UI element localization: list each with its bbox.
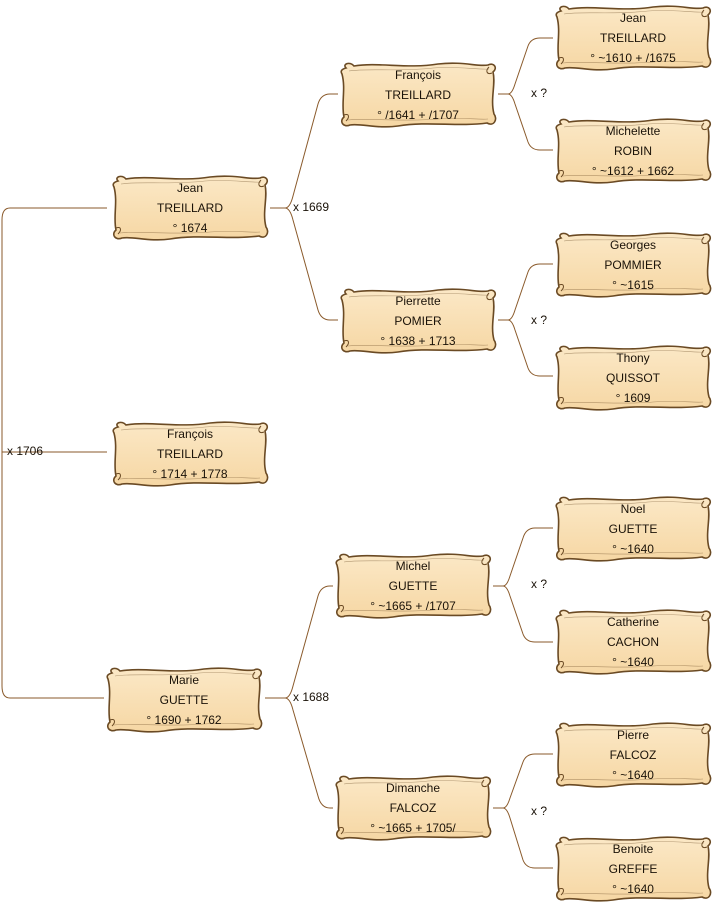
connector-line	[284, 697, 333, 809]
scroll-frame-icon	[555, 609, 712, 675]
first-name: Jean	[176, 181, 204, 195]
scroll-frame-icon	[555, 118, 712, 184]
person-box-mother[interactable]: Marie GUETTE ° 1690 + 1762	[104, 664, 264, 734]
last-name: POMMIER	[604, 258, 662, 272]
marriage-label-parents: x 1706	[7, 444, 44, 458]
marriage-label-mf: x ?	[531, 577, 548, 591]
scroll-frame-icon	[555, 496, 712, 562]
scroll-frame-icon	[112, 421, 269, 487]
life-dates: ° /1641 + /1707	[377, 108, 459, 122]
last-name: CACHON	[606, 635, 659, 649]
scroll-frame-icon	[555, 722, 712, 788]
life-dates: ° ~1615	[612, 278, 654, 292]
first-name: Jean	[619, 11, 647, 25]
scroll-frame-icon	[340, 288, 497, 354]
person-box-paternal-grandmother[interactable]: Pierrette POMIER ° 1638 + 1713	[338, 285, 498, 355]
life-dates: ° 1674	[172, 221, 208, 235]
connector-line	[284, 207, 338, 321]
marriage-label-father: x 1669	[293, 200, 330, 214]
first-name: Catherine	[606, 615, 660, 629]
life-dates: ° ~1610 + /1675	[590, 51, 676, 65]
last-name: POMIER	[394, 314, 442, 328]
first-name: Pierre	[616, 728, 649, 742]
scroll-frame-icon	[555, 232, 712, 298]
last-name: TREILLARD	[156, 201, 224, 215]
scroll-frame-icon	[112, 175, 269, 241]
connector-line	[507, 93, 553, 151]
life-dates: ° ~1640	[612, 768, 654, 782]
connector-line	[502, 807, 553, 869]
marriage-label-ff: x ?	[531, 86, 548, 100]
person-box-paternal-grandfather[interactable]: François TREILLARD ° /1641 + /1707	[338, 59, 498, 129]
connector-line	[498, 263, 553, 321]
connector-line	[502, 585, 553, 643]
connector-line	[1, 207, 107, 699]
scroll-frame-icon	[555, 345, 712, 411]
last-name: FALCOZ	[389, 801, 437, 815]
life-dates: ° ~1640	[612, 882, 654, 896]
first-name: Thony	[616, 351, 650, 365]
last-name: GREFFE	[608, 862, 658, 876]
last-name: TREILLARD	[384, 88, 452, 102]
first-name: Michel	[395, 559, 431, 573]
last-name: FALCOZ	[609, 748, 657, 762]
marriage-label-mother: x 1688	[293, 690, 330, 704]
last-name: TREILLARD	[156, 447, 224, 461]
first-name: Benoite	[612, 842, 654, 856]
person-box-root[interactable]: François TREILLARD ° 1714 + 1778	[110, 418, 270, 488]
first-name: Noel	[620, 502, 646, 516]
person-box-maternal-grandfather[interactable]: Michel GUETTE ° ~1665 + /1707	[333, 550, 493, 620]
first-name: François	[394, 68, 441, 82]
person-box-mff[interactable]: Noel GUETTE ° ~1640	[553, 493, 713, 563]
scroll-frame-icon	[106, 667, 263, 733]
person-box-fmf[interactable]: Georges POMMIER ° ~1615	[553, 229, 713, 299]
life-dates: ° 1714 + 1778	[152, 467, 228, 481]
scroll-frame-icon	[555, 5, 712, 71]
person-box-fff[interactable]: Jean TREILLARD ° ~1610 + /1675	[553, 2, 713, 72]
life-dates: ° 1638 + 1713	[380, 334, 456, 348]
first-name: Marie	[168, 673, 199, 687]
first-name: Dimanche	[385, 781, 441, 795]
person-box-father[interactable]: Jean TREILLARD ° 1674	[110, 172, 270, 242]
person-box-maternal-grandmother[interactable]: Dimanche FALCOZ ° ~1665 + 1705/	[333, 772, 493, 842]
life-dates: ° ~1640	[612, 655, 654, 669]
life-dates: ° ~1665 + /1707	[370, 599, 456, 613]
connector-line	[270, 93, 338, 209]
person-box-mmm[interactable]: Benoite GREFFE ° ~1640	[553, 833, 713, 903]
marriage-label-fm: x ?	[531, 313, 548, 327]
life-dates: ° 1609	[615, 391, 651, 405]
first-name: Michelette	[605, 124, 661, 138]
person-box-fmm[interactable]: Thony QUISSOT ° 1609	[553, 342, 713, 412]
first-name: Georges	[609, 238, 657, 252]
connector-line	[493, 527, 553, 587]
connector-line	[507, 319, 553, 377]
last-name: GUETTE	[608, 522, 658, 536]
scroll-frame-icon	[555, 836, 712, 902]
last-name: TREILLARD	[599, 31, 667, 45]
life-dates: ° ~1640	[612, 542, 654, 556]
connector-line	[265, 585, 333, 699]
scroll-frame-icon	[340, 62, 497, 128]
last-name: GUETTE	[388, 579, 438, 593]
life-dates: ° ~1665 + 1705/	[370, 821, 456, 835]
first-name: François	[166, 427, 213, 441]
person-box-mmf[interactable]: Pierre FALCOZ ° ~1640	[553, 719, 713, 789]
last-name: ROBIN	[613, 144, 652, 158]
life-dates: ° 1690 + 1762	[146, 713, 222, 727]
scroll-frame-icon	[335, 553, 492, 619]
life-dates: ° ~1612 + 1662	[591, 164, 675, 178]
last-name: QUISSOT	[605, 371, 660, 385]
person-box-ffm[interactable]: Michelette ROBIN ° ~1612 + 1662	[553, 115, 713, 185]
marriage-label-mm: x ?	[531, 804, 548, 818]
connector-line	[493, 753, 553, 809]
last-name: GUETTE	[159, 693, 209, 707]
first-name: Pierrette	[395, 294, 441, 308]
scroll-frame-icon	[335, 775, 492, 841]
connector-line	[498, 37, 553, 95]
person-box-mfm[interactable]: Catherine CACHON ° ~1640	[553, 606, 713, 676]
